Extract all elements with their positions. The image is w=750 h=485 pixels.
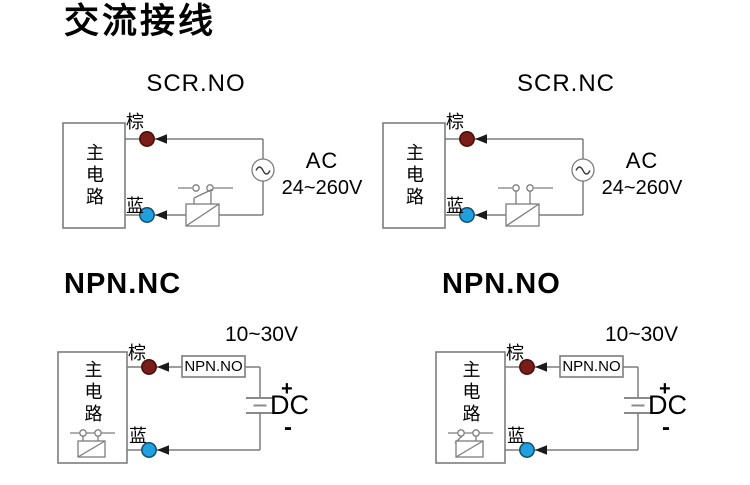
diagram-title-scr-no: SCR.NO: [146, 70, 246, 97]
main-circuit-label-wrap: 主电路: [58, 352, 127, 434]
ac-source-icon: [251, 158, 275, 182]
main-circuit-box: [382, 122, 446, 229]
blue-wire-label: 蓝: [126, 196, 144, 216]
main-circuit-box: [435, 351, 506, 464]
output-box-label: NPN.NO: [184, 358, 243, 375]
ac-rating: AC 24~260V: [592, 148, 692, 200]
arrow-left-icon: [157, 445, 169, 455]
blue-terminal-dot: [519, 442, 535, 458]
arrow-left-icon: [155, 210, 167, 220]
arrow-left-icon: [155, 134, 167, 144]
dc-voltage-label: 10~30V: [605, 323, 678, 346]
brown-terminal-dot: [519, 359, 535, 375]
brown-terminal-dot: [139, 131, 155, 147]
dc-minus-label: -: [662, 414, 670, 441]
switch-contact-no-icon: [178, 184, 233, 204]
output-box-label: NPN.NO: [562, 358, 621, 375]
source-wire-top: [245, 366, 261, 398]
main-circuit-label-wrap: 主电路: [63, 123, 125, 228]
arrow-left-icon: [535, 445, 547, 455]
ac-type-label: AC: [625, 148, 659, 173]
internal-switch-no-icon: [448, 429, 493, 458]
npn-nc-diagram: [57, 351, 274, 464]
blue-wire-label: 蓝: [446, 196, 464, 216]
load-box-icon: [505, 203, 540, 227]
dc-minus-label: -: [284, 414, 292, 441]
diagram-title-npn-nc: NPN.NC: [64, 268, 182, 300]
dc-plus-label: +: [659, 378, 671, 400]
blue-terminal-dot: [139, 207, 155, 223]
main-circuit-label: 主电路: [460, 360, 481, 426]
dc-label: DC: [648, 390, 687, 420]
switch-contact-nc-icon: [498, 184, 553, 204]
load-box-icon: [185, 203, 220, 227]
brown-wire-label: 棕: [446, 112, 464, 132]
ac-type-label: AC: [305, 148, 339, 173]
page-title: 交流接线: [64, 2, 217, 41]
blue-wire-label: 蓝: [507, 426, 525, 446]
source-wire-top: [623, 366, 639, 398]
brown-wire-label: 棕: [128, 343, 146, 363]
blue-terminal-dot: [141, 442, 157, 458]
main-circuit-label: 主电路: [84, 142, 104, 209]
npn-no-diagram: [435, 351, 652, 464]
internal-switch-nc-icon: [70, 429, 115, 458]
main-circuit-label: 主电路: [82, 360, 103, 426]
ac-range-label: 24~260V: [601, 177, 683, 199]
arrow-left-icon: [475, 210, 487, 220]
main-circuit-label-wrap: 主电路: [436, 352, 505, 434]
main-circuit-label: 主电路: [404, 142, 424, 209]
diagram-title-npn-no: NPN.NO: [442, 268, 561, 300]
brown-terminal-dot: [141, 359, 157, 375]
blue-wire-label: 蓝: [129, 426, 147, 446]
scr-nc-diagram: [382, 122, 595, 229]
ac-rating: AC 24~260V: [272, 148, 372, 200]
brown-terminal-dot: [459, 131, 475, 147]
diagram-title-scr-nc: SCR.NC: [516, 70, 615, 97]
ac-range-label: 24~260V: [281, 177, 363, 199]
dc-voltage-label: 10~30V: [225, 323, 298, 346]
arrow-left-icon: [157, 362, 169, 372]
dc-label: DC: [270, 390, 309, 420]
arrow-left-icon: [475, 134, 487, 144]
main-circuit-box: [62, 122, 126, 229]
main-circuit-label-wrap: 主电路: [383, 123, 445, 228]
arrow-left-icon: [535, 362, 547, 372]
blue-terminal-dot: [459, 207, 475, 223]
brown-wire-label: 棕: [506, 343, 524, 363]
brown-wire-label: 棕: [126, 112, 144, 132]
dc-plus-label: +: [281, 378, 293, 400]
scr-no-diagram: [62, 122, 275, 229]
ac-source-icon: [571, 158, 595, 182]
